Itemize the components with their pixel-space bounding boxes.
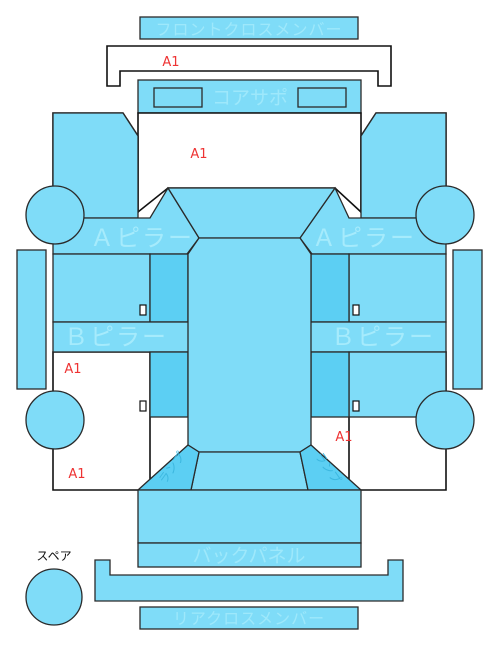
left-rear-door[interactable] — [149, 351, 189, 418]
left-front-door-frame[interactable] — [149, 253, 189, 323]
right-front-door[interactable] — [348, 253, 447, 323]
core-support-right-lamp — [297, 87, 347, 108]
back-panel-label: バックパネル — [192, 545, 305, 567]
right-front-wheel[interactable] — [415, 185, 475, 245]
right-front-door-frame[interactable] — [310, 253, 350, 323]
right-b-pillar-label: Ｂピラー — [331, 323, 435, 351]
right-front-door-handle — [352, 304, 360, 316]
spare-tire[interactable] — [25, 568, 83, 626]
left-front-door[interactable] — [52, 253, 151, 323]
rear-bumper[interactable] — [94, 559, 404, 602]
front-bumper-outline[interactable] — [106, 45, 392, 87]
damage-mark-left-rear-door: A1 — [64, 362, 81, 377]
spare-label: スペア — [36, 549, 71, 563]
right-rear-door[interactable] — [310, 351, 350, 418]
front-cross-member-label: フロントクロスメンバー — [155, 20, 342, 39]
rear-cross-member-label: リアクロスメンバー — [173, 609, 325, 628]
left-rear-wheel[interactable] — [25, 390, 85, 450]
right-side-sill[interactable] — [452, 249, 483, 390]
left-a-pillar-label: Ａピラー — [90, 224, 194, 252]
damage-mark-hood: A1 — [190, 147, 207, 162]
front-cross-member[interactable] — [139, 16, 359, 40]
left-front-door-handle — [139, 304, 147, 316]
roof[interactable] — [187, 237, 312, 453]
rear-window[interactable] — [190, 451, 309, 491]
right-b-pillar[interactable] — [308, 321, 447, 353]
left-rear-door-handle — [139, 400, 147, 412]
right-a-pillar-label: Ａピラー — [312, 224, 416, 252]
core-support-label: コアサポ — [212, 87, 288, 109]
core-support-left-lamp — [153, 87, 203, 108]
left-b-pillar-label: Ｂピラー — [64, 323, 168, 351]
damage-mark-left-quarter: A1 — [68, 467, 85, 482]
right-rear-wheel[interactable] — [415, 390, 475, 450]
left-side-sill[interactable] — [16, 249, 47, 390]
damage-mark-front-member: A1 — [162, 55, 179, 70]
back-panel[interactable] — [137, 542, 362, 568]
trunk-lid[interactable] — [137, 489, 362, 544]
damage-mark-right-quarter: A1 — [335, 430, 352, 445]
rear-cross-member[interactable] — [139, 606, 359, 630]
left-front-wheel[interactable] — [25, 185, 85, 245]
right-rear-door-handle — [352, 400, 360, 412]
